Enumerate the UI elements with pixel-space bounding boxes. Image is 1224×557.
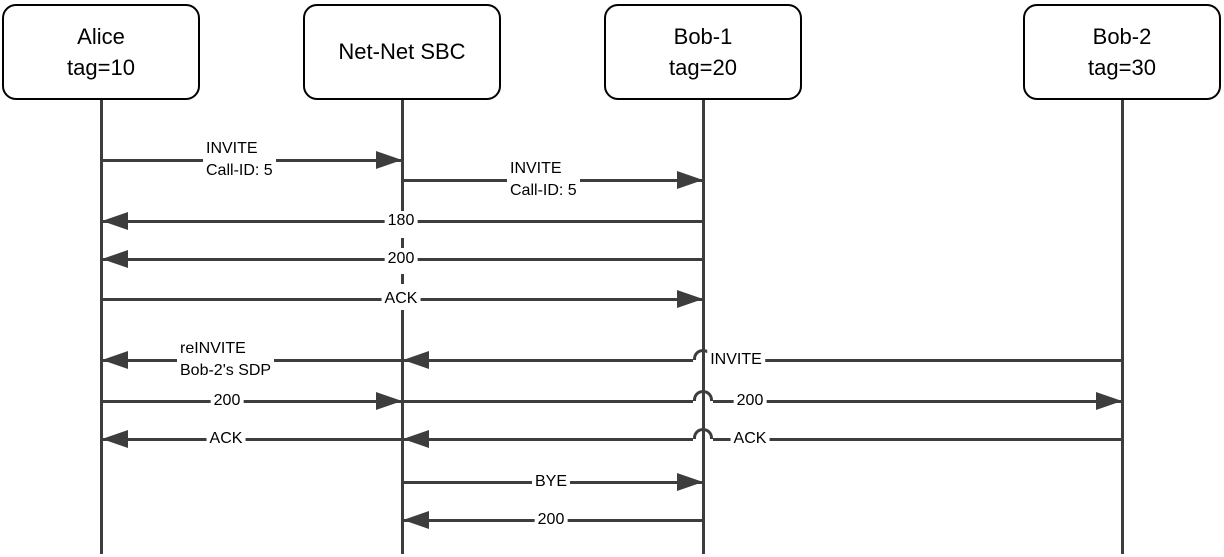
participant-box-sbc: Net-Net SBC (303, 4, 501, 100)
message-label-line: 200 (537, 511, 565, 528)
message-label: 180 (384, 211, 418, 231)
message-label-line: Call-ID: 5 (510, 182, 577, 199)
participant-box-bob1: Bob-1 tag=20 (604, 4, 802, 100)
participant-box-alice: Alice tag=10 (2, 4, 200, 100)
message-label-line: Bob-2's SDP (180, 362, 272, 379)
participant-label: Alice (77, 23, 125, 49)
message-label: 200 (384, 249, 418, 269)
message-line (101, 437, 402, 441)
arrowhead-icon (102, 212, 128, 230)
message-label-line: 200 (387, 250, 415, 267)
message-line (101, 399, 402, 403)
arrowhead-icon (403, 351, 429, 369)
lifeline-bob2 (1120, 100, 1124, 554)
participant-label: Bob-1 (673, 23, 733, 49)
message-label-line: INVITE (710, 351, 762, 368)
arrowhead-icon (102, 430, 128, 448)
message-label: 200 (733, 391, 767, 411)
message-label-line: ACK (733, 430, 767, 447)
lifeline-bob1 (701, 100, 705, 554)
message-label: ACK (381, 289, 421, 309)
arrowhead-icon (403, 511, 429, 529)
message-label-line: INVITE (510, 160, 562, 177)
lifeline-sbc (400, 314, 404, 554)
message-label: 200 (534, 510, 568, 530)
message-label: INVITE Call-ID: 5 (203, 138, 276, 182)
arrowhead-icon (677, 171, 703, 189)
message-label: INVITE (707, 350, 765, 370)
message-label: ACK (206, 429, 246, 449)
message-line (402, 437, 693, 441)
arrowhead-icon (102, 250, 128, 268)
participant-label: Net-Net SBC (338, 39, 466, 65)
message-line (713, 358, 1122, 362)
message-label: BYE (531, 472, 571, 492)
participant-label: tag=10 (67, 55, 135, 80)
message-label-line: 200 (736, 392, 764, 409)
participant-label: tag=30 (1088, 55, 1156, 80)
message-label-line: Call-ID: 5 (206, 162, 273, 179)
message-label-line: 200 (213, 392, 241, 409)
participant-box-bob2: Bob-2 tag=30 (1023, 4, 1221, 100)
arrowhead-icon (677, 473, 703, 491)
message-line (402, 399, 693, 403)
message-label-line: INVITE (206, 140, 258, 157)
message-label-line: ACK (384, 290, 418, 307)
message-label: INVITE Call-ID: 5 (507, 158, 580, 202)
lifeline-hop-icon (693, 428, 713, 439)
message-line (402, 358, 693, 362)
arrowhead-icon (677, 290, 703, 308)
message-label: reINVITE Bob-2's SDP (177, 338, 275, 382)
arrowhead-icon (403, 430, 429, 448)
lifeline-hop-icon (693, 390, 713, 401)
arrowhead-icon (102, 351, 128, 369)
message-label-line: BYE (534, 473, 568, 490)
message-label: 200 (210, 391, 244, 411)
message-line (713, 399, 1122, 403)
message-label-line: reINVITE (180, 340, 246, 357)
participant-label: Bob-2 (1092, 23, 1152, 49)
message-label-line: ACK (209, 430, 243, 447)
message-label: ACK (730, 429, 770, 449)
lifeline-sbc (400, 100, 404, 202)
participant-label: tag=20 (669, 55, 737, 80)
arrowhead-icon (376, 151, 402, 169)
message-line (713, 437, 1122, 441)
lifeline-alice (99, 100, 103, 554)
arrowhead-icon (376, 392, 402, 410)
message-label-line: 180 (387, 212, 415, 229)
arrowhead-icon (1096, 392, 1122, 410)
